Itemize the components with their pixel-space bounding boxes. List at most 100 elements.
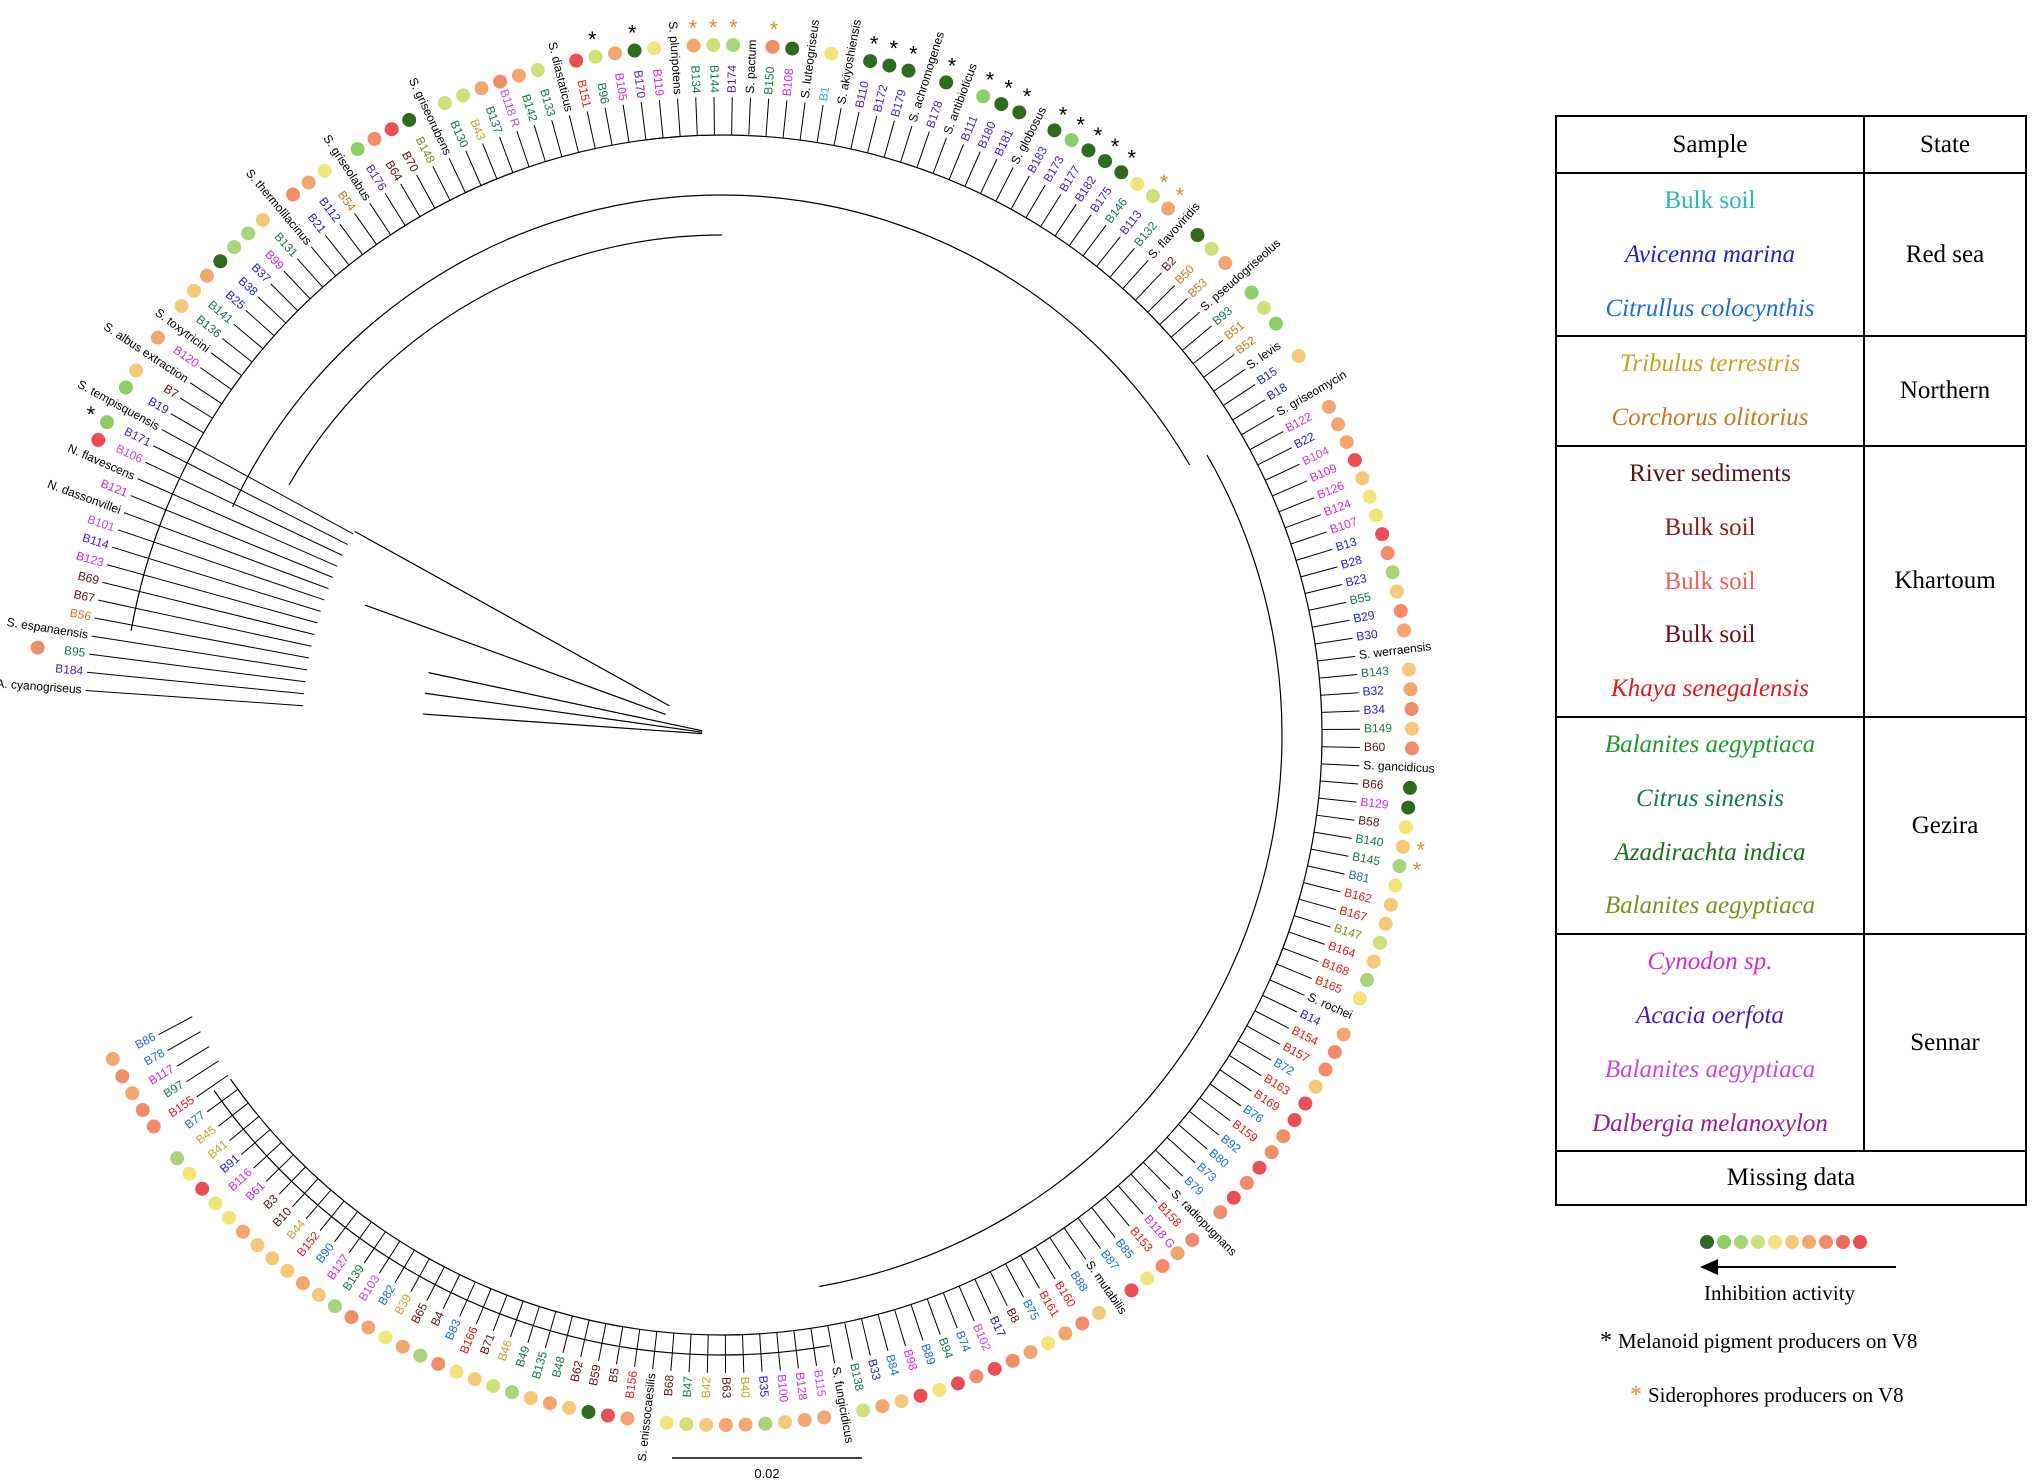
activity-dot-marker [286, 187, 301, 202]
activity-dot-marker [718, 1417, 733, 1432]
activity-dot-marker [686, 38, 701, 53]
tree-branch [742, 1334, 745, 1373]
tree-branch [1189, 1110, 1220, 1136]
tree-branch [117, 529, 325, 601]
activity-dot-marker [1023, 1345, 1038, 1360]
activity-dot-marker [1366, 954, 1381, 969]
tree-branch [562, 1315, 573, 1353]
activity-dot-marker [1378, 916, 1393, 931]
tree-branch [270, 283, 299, 312]
tree-branch [1096, 236, 1121, 267]
melanoid-note: *Melanoid pigment producers on V8 [1600, 1328, 1917, 1355]
tree-branch [102, 581, 315, 636]
activity-dot-marker [295, 1276, 310, 1291]
leaf-label: B149 [1364, 721, 1392, 735]
tree-branch [1319, 674, 1358, 679]
activity-dot-marker [265, 1251, 280, 1266]
tree-branch [424, 692, 703, 733]
tree-branch [179, 397, 213, 419]
activity-dot-marker [150, 330, 165, 345]
activity-dot-marker [1403, 682, 1418, 697]
tree-branch [1049, 1237, 1072, 1270]
activity-dot-marker [174, 299, 189, 314]
activity-dot-marker [987, 1361, 1002, 1376]
leaf-label: B55 [1348, 589, 1372, 607]
activity-dot-marker [1075, 1316, 1090, 1331]
tree-branch [1265, 463, 1300, 481]
tree-branch [676, 98, 681, 137]
leaf-label: S. gancidicus [1363, 758, 1435, 775]
tree-branch [1310, 848, 1349, 857]
tree-branch [1290, 531, 1327, 545]
activity-dot-marker [30, 640, 45, 655]
activity-dot-marker [785, 41, 800, 56]
activity-dot-marker [317, 163, 332, 178]
activity-dot-marker [726, 38, 741, 53]
leaf-label: B83 [442, 1317, 464, 1343]
tree-branch [622, 104, 630, 143]
tree-branch [1109, 247, 1135, 278]
leaf-label: B150 [761, 66, 777, 95]
tree-branch [1288, 931, 1325, 945]
siderophore-star-icon: * [709, 15, 718, 40]
activity-dot-marker [1372, 935, 1387, 950]
leaf-label: B129 [1360, 795, 1390, 812]
activity-dot-marker [467, 1372, 482, 1387]
melanoid-star-icon: * [1004, 76, 1013, 101]
melanoid-star-icon: * [948, 53, 957, 78]
tree-branch [604, 107, 613, 146]
activity-dot-marker [523, 1391, 538, 1406]
activity-dot-marker [1092, 1305, 1107, 1320]
activity-dot-marker [195, 1181, 210, 1196]
activity-dot-marker [129, 363, 144, 378]
leaf-label: B29 [1352, 608, 1376, 626]
activity-dot-marker [350, 142, 365, 157]
tree-branch [1122, 259, 1149, 289]
activity-dot-marker [1256, 300, 1271, 315]
tree-branch [91, 635, 308, 671]
leaf-label: B4 [428, 1309, 447, 1329]
siderophore-note-text: Siderophores producers on V8 [1648, 1383, 1904, 1407]
activity-dot-marker [1130, 176, 1145, 191]
activity-dot-marker [1298, 1096, 1313, 1111]
tree-branch [799, 102, 806, 141]
tree-branch [432, 166, 451, 201]
tree-branch [200, 367, 232, 390]
tree-branch [1294, 915, 1331, 928]
tree-branch [1320, 780, 1359, 785]
activity-dot-marker [1140, 1271, 1155, 1286]
tree-branch [123, 512, 329, 590]
tree-branch [465, 150, 482, 186]
tree-branch [1320, 692, 1359, 696]
tree-branch [292, 1178, 319, 1208]
tree-branch [1308, 601, 1347, 611]
activity-dot-marker [1369, 508, 1384, 523]
tree-branch [137, 478, 338, 567]
activity-dot-marker [1161, 201, 1176, 216]
tree-branch [910, 1304, 924, 1341]
tree-branch [1199, 1097, 1231, 1122]
tree-branch [810, 1328, 818, 1367]
legend-header-state: State [1863, 115, 2027, 174]
activity-dot [1819, 1235, 1833, 1249]
tree-branch [759, 1333, 763, 1372]
leaf-label: S. mutabilis [1083, 1258, 1130, 1317]
tree-branch [1219, 1069, 1252, 1092]
melanoid-star-icon: * [1094, 123, 1103, 148]
activity-dot-marker [227, 240, 242, 255]
siderophore-star-icon: * [1630, 1382, 1642, 1408]
tree-branch [112, 546, 321, 612]
activity-dot-marker [1064, 133, 1079, 148]
activity-dot-marker [699, 1417, 714, 1432]
activity-dot-marker [932, 1382, 947, 1397]
tree-branch [170, 413, 204, 434]
activity-dot-marker [1268, 316, 1283, 331]
activity-dot [1751, 1235, 1765, 1249]
leaf-label: B17 [987, 1314, 1009, 1340]
leaf-label: B98 [901, 1348, 921, 1373]
tree-branches [85, 97, 1360, 1373]
legend-sample-item: Citrus sinensis [1636, 784, 1784, 812]
tree-branch [253, 1141, 282, 1169]
tree-branch [153, 445, 348, 546]
leaf-label: S. enissocaesilis [635, 1372, 659, 1462]
